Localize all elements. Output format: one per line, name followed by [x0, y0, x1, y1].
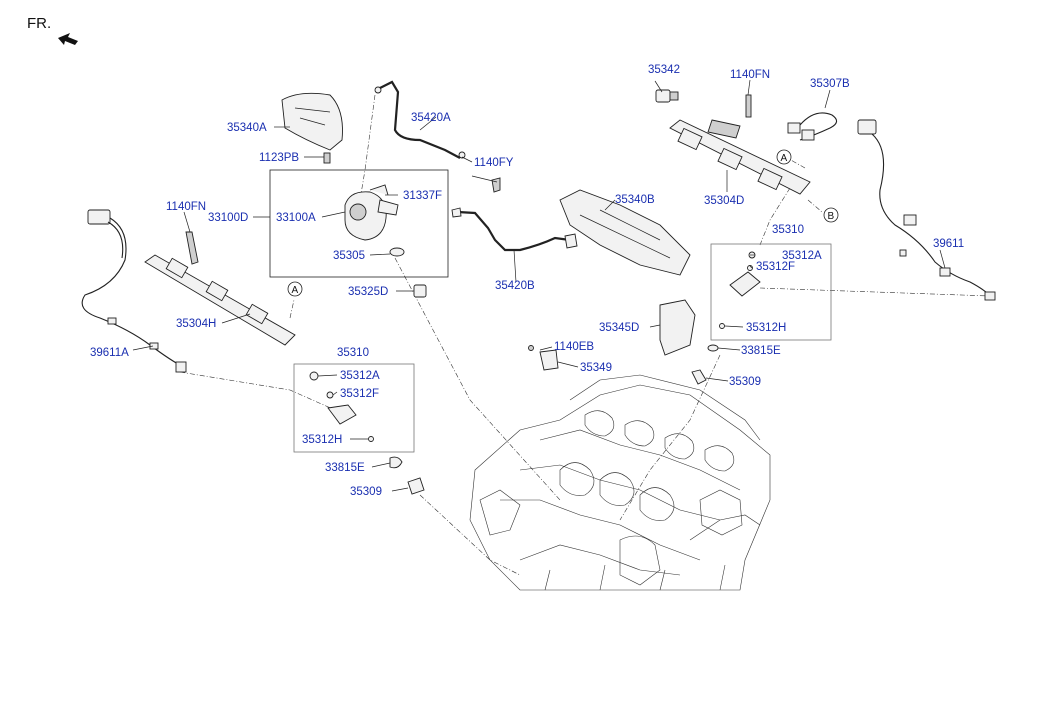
bolt-1123pb: [323, 152, 331, 164]
wiring-harness-39611a: [81, 209, 187, 373]
label-35304d[interactable]: 35304D: [704, 195, 744, 207]
engine-block-illustration: [469, 374, 771, 591]
label-35312h-left[interactable]: 35312H: [302, 434, 342, 446]
callout-a-left: A: [287, 281, 303, 297]
alignment-lines: [179, 94, 991, 576]
label-35310-right[interactable]: 35310: [772, 224, 804, 236]
injector-right: [691, 251, 761, 385]
label-39611[interactable]: 39611: [933, 238, 964, 250]
label-33815e-right[interactable]: 33815E: [741, 345, 781, 357]
pump-cover-35340a: [281, 92, 343, 151]
svg-text:A: A: [292, 285, 299, 296]
callout-b-right: B: [823, 207, 839, 223]
label-33815e-left[interactable]: 33815E: [325, 462, 365, 474]
fuel-rail-35304d: [669, 119, 811, 195]
label-35312f-right[interactable]: 35312F: [756, 261, 795, 273]
label-35305[interactable]: 35305: [333, 250, 365, 262]
connector-35307b: [787, 112, 838, 141]
high-pressure-pump: [344, 184, 405, 257]
rail-cover-35340b: [559, 189, 691, 276]
fuel-rail-35304h: [144, 231, 296, 346]
label-35420b[interactable]: 35420B: [495, 280, 535, 292]
label-35312f-left[interactable]: 35312F: [340, 388, 379, 400]
label-35309-right[interactable]: 35309: [729, 376, 761, 388]
label-35340b[interactable]: 35340B: [615, 194, 655, 206]
direction-arrow-icon: [58, 33, 78, 45]
label-35325d[interactable]: 35325D: [348, 286, 388, 298]
fuel-line-35420a: [374, 80, 466, 159]
label-1140fn-left[interactable]: 1140FN: [166, 201, 206, 213]
sensor-35349: [528, 345, 559, 371]
leader-lines: [132, 79, 946, 492]
label-31337f[interactable]: 31337F: [403, 190, 442, 202]
label-35342[interactable]: 35342: [648, 64, 680, 76]
label-35340a[interactable]: 35340A: [227, 122, 267, 134]
label-35312a-right[interactable]: 35312A: [782, 250, 822, 262]
label-35310-left[interactable]: 35310: [337, 347, 369, 359]
label-39611a[interactable]: 39611A: [90, 347, 129, 359]
label-35312a-left[interactable]: 35312A: [340, 370, 380, 382]
label-1123pb[interactable]: 1123PB: [259, 152, 299, 164]
bolt-1140fn-right: [745, 94, 752, 118]
injector-group-box-right: [710, 243, 832, 341]
callout-a-right: A: [776, 149, 792, 165]
part-labels: 35342 1140FN 35307B 35340A 35420A 1123PB…: [90, 64, 964, 498]
label-35307b[interactable]: 35307B: [810, 78, 850, 90]
bracket-35345d: [659, 299, 696, 356]
label-35345d[interactable]: 35345D: [599, 322, 639, 334]
label-35304h[interactable]: 35304H: [176, 318, 216, 330]
label-1140eb[interactable]: 1140EB: [554, 341, 594, 353]
fitting-35325d: [413, 284, 427, 298]
label-33100a[interactable]: 33100A: [276, 212, 316, 224]
svg-text:A: A: [781, 153, 788, 164]
label-33100d[interactable]: 33100D: [208, 212, 248, 224]
injector-left: [309, 371, 425, 495]
label-35349[interactable]: 35349: [580, 362, 612, 374]
label-35312h-right[interactable]: 35312H: [746, 322, 786, 334]
svg-text:B: B: [828, 211, 835, 222]
label-35420a[interactable]: 35420A: [411, 112, 451, 124]
label-1140fy[interactable]: 1140FY: [474, 157, 514, 169]
pump-assembly-box: [269, 169, 449, 278]
pressure-sensor-35342: [655, 89, 679, 103]
label-1140fn-right[interactable]: 1140FN: [730, 69, 770, 81]
fuel-line-35420b: [451, 207, 578, 252]
label-35309-left[interactable]: 35309: [350, 486, 382, 498]
bolt-1140fy: [491, 177, 501, 193]
orientation-label: FR.: [27, 15, 51, 32]
injector-group-box-left: [293, 363, 415, 453]
wiring-harness-39611: [857, 119, 996, 301]
